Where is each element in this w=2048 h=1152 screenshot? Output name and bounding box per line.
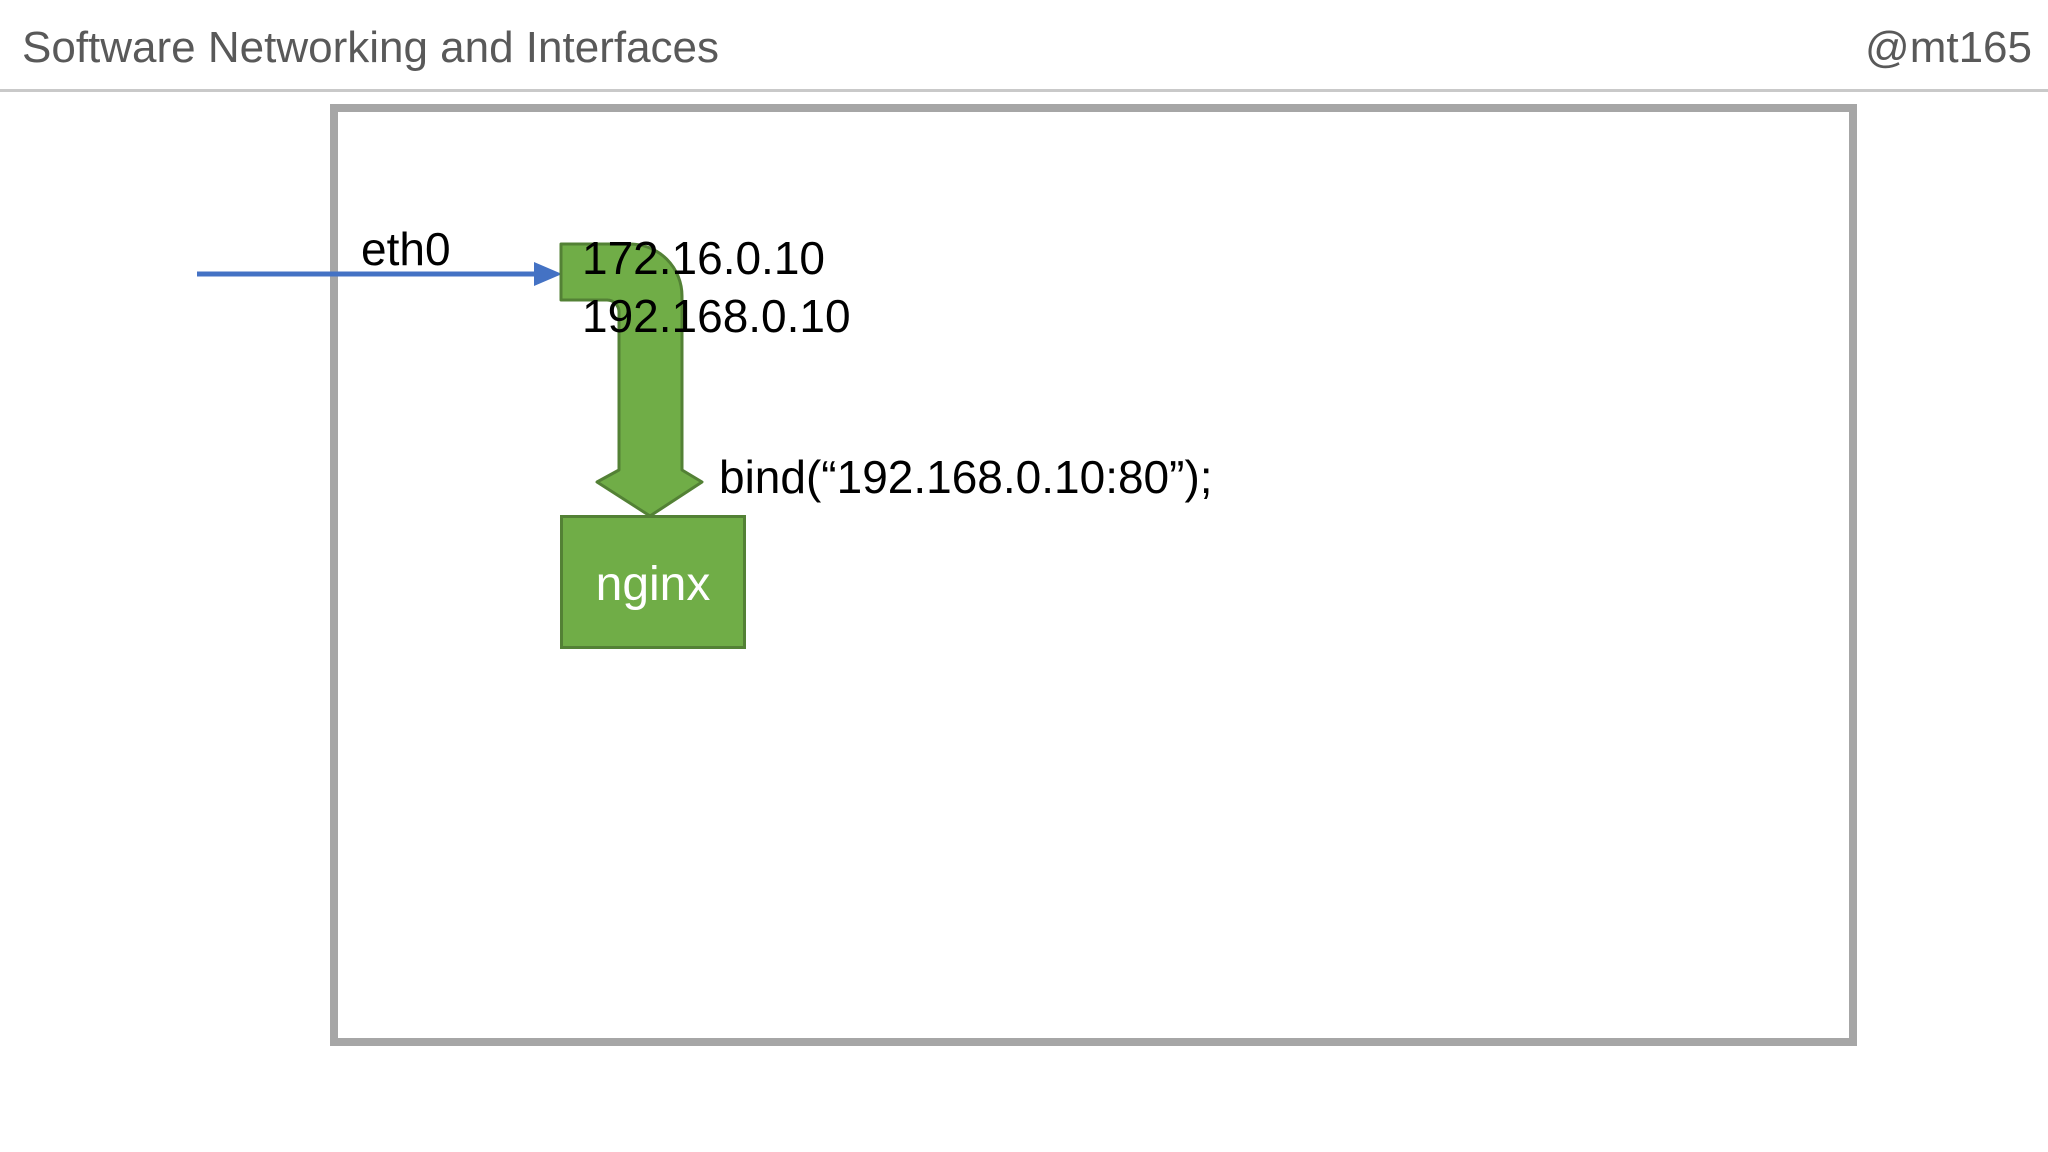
nginx-label: nginx [595,558,711,611]
interface-label: eth0 [361,223,451,275]
author-handle: @mt165 [1865,23,2032,72]
bent-down-arrow-icon [559,242,704,518]
host-boundary-box [330,104,1857,1046]
page-title: Software Networking and Interfaces [22,23,720,72]
eth0-arrow-icon [197,262,562,286]
ip-address-internal: 192.168.0.10 [582,290,851,342]
nginx-process-box: nginx [560,515,746,649]
ip-address-external: 172.16.0.10 [582,232,826,284]
ip-address-list: 172.16.0.10 192.168.0.10 [582,229,851,345]
header-divider [0,89,2048,92]
bind-call-label: bind(“192.168.0.10:80”); [719,451,1213,503]
eth0-arrowhead [534,262,562,286]
